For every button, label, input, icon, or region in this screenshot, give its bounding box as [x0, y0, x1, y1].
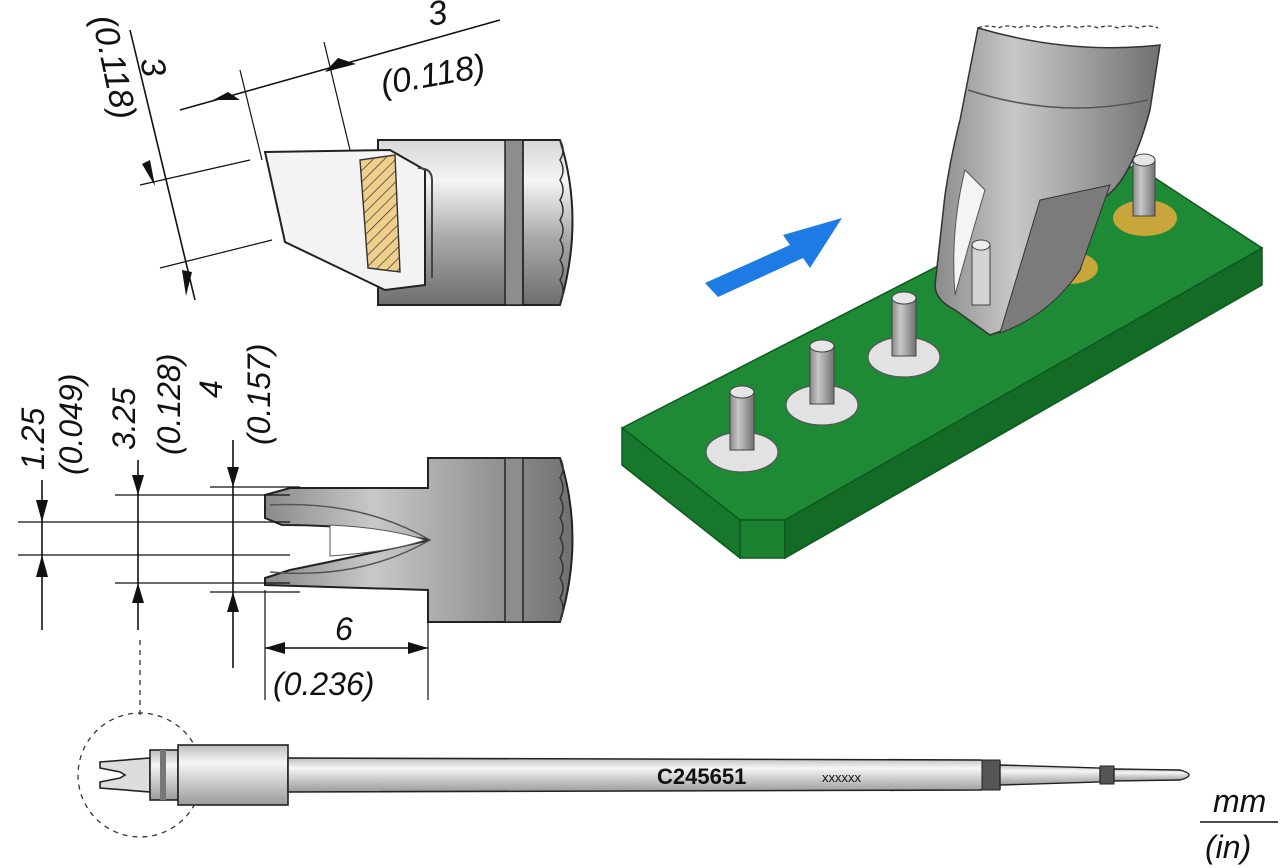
part-number: C245651 — [657, 764, 746, 789]
pin-5 — [1132, 153, 1156, 217]
front-view — [264, 457, 574, 623]
side-view — [263, 139, 574, 306]
pcb-illustration — [620, 25, 1264, 560]
side-height-mm: 3 — [132, 54, 173, 80]
soldering-tip-3d — [934, 25, 1161, 336]
front-length-in: (0.236) — [273, 666, 374, 702]
front-d1-in: (0.049) — [53, 374, 89, 475]
front-length-mm: 6 — [335, 611, 353, 647]
full-tip-view: C245651 xxxxxx — [77, 712, 1190, 838]
front-d3-mm: 4 — [193, 380, 229, 398]
front-d2-in: (0.128) — [151, 354, 187, 455]
units-in: (in) — [1205, 829, 1251, 865]
pin-1 — [705, 385, 779, 473]
units-mm: mm — [1213, 783, 1266, 819]
units-legend: mm (in) — [1200, 783, 1278, 865]
side-view-dimensions: 3 (0.118) 3 (0.118) — [84, 0, 501, 301]
pin-3 — [867, 291, 941, 378]
front-d2-mm: 3.25 — [106, 388, 142, 450]
front-d1-mm: 1.25 — [15, 408, 51, 470]
serial-number: xxxxxx — [822, 770, 862, 785]
front-d3-in: (0.157) — [241, 344, 277, 445]
side-width-mm: 3 — [425, 0, 450, 34]
pin-2 — [785, 339, 859, 426]
direction-arrow — [705, 218, 842, 297]
side-width-in: (0.118) — [378, 47, 488, 103]
front-view-dimensions: 1.25 (0.049) 3.25 (0.128) 4 (0.157) 6 (0… — [15, 344, 429, 702]
